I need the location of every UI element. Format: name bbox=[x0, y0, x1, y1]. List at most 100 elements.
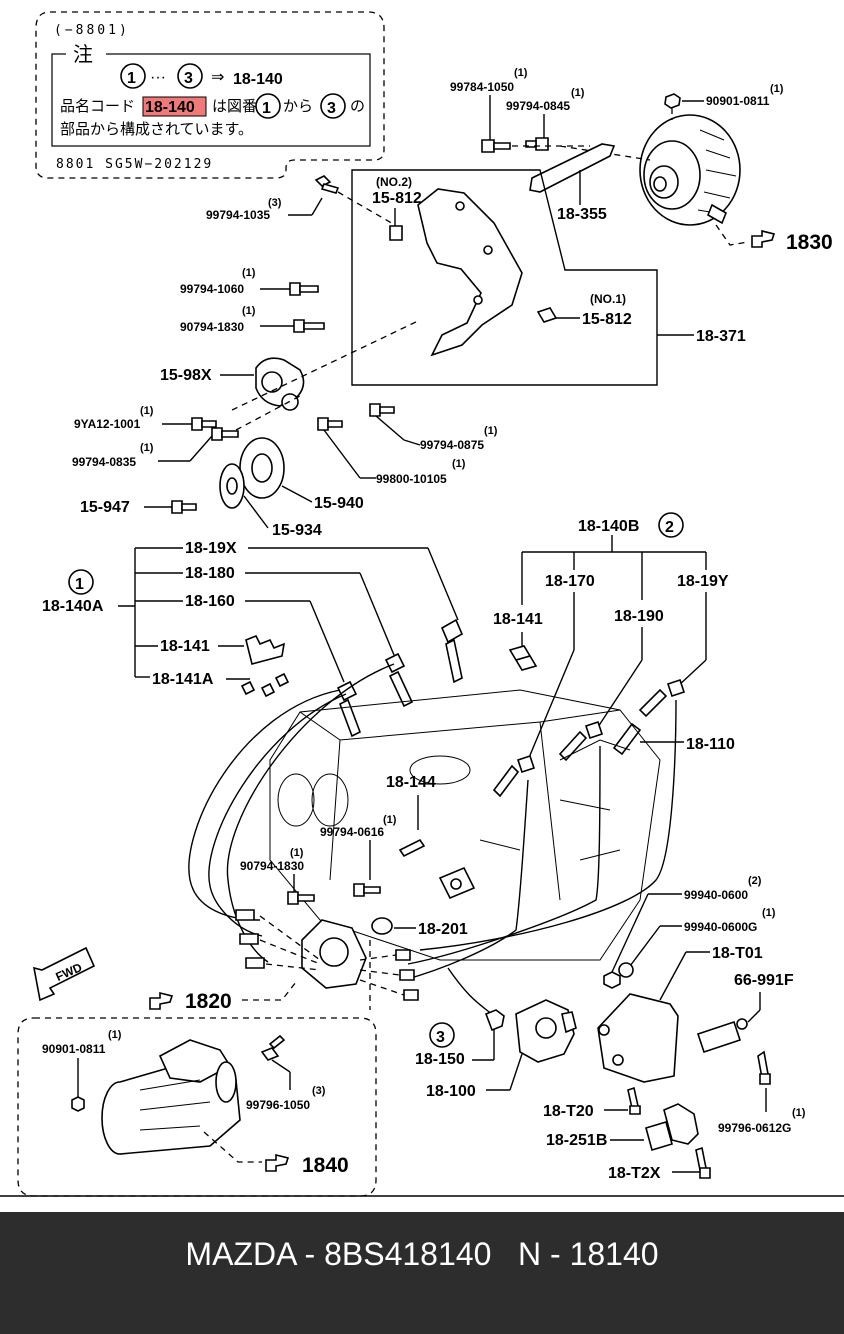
circle-1: 1 bbox=[75, 576, 84, 593]
note-box: (−8801) 注 1 ··· 3 ⇒ 18-140 品名コード 18-140 … bbox=[35, 11, 385, 179]
label-99940-0600G: 99940-0600G bbox=[684, 920, 757, 934]
cam-sensor-icon bbox=[645, 1103, 699, 1152]
label-18-371: 18-371 bbox=[696, 328, 746, 345]
label-15-812a: 15-812 bbox=[372, 190, 422, 207]
label-18-190: 18-190 bbox=[614, 608, 664, 625]
label-99796-1050: 99796-1050 bbox=[246, 1098, 310, 1112]
highlight-code bbox=[142, 96, 207, 117]
note-circle-1: 1 bbox=[127, 70, 136, 87]
bracket-t01-icon bbox=[597, 993, 679, 1083]
qty-99800-10105: (1) bbox=[452, 458, 466, 470]
qty-9YA12-1001: (1) bbox=[140, 405, 154, 417]
label-no1: (NO.1) bbox=[590, 292, 626, 306]
label-99794-0835: 99794-0835 bbox=[72, 455, 136, 469]
label-18-150: 18-150 bbox=[415, 1051, 465, 1068]
qty-99796-0612G: (1) bbox=[792, 1107, 806, 1119]
cap-rotor-group: 3 18-150 18-100 bbox=[415, 999, 577, 1100]
label-90794-1830a: 90794-1830 bbox=[180, 320, 244, 334]
qty-99784-1050: (1) bbox=[514, 67, 528, 79]
label-15-934: 15-934 bbox=[272, 522, 322, 539]
label-18-144: 18-144 bbox=[386, 774, 436, 791]
sensor-group: (2) 99940-0600 (1) 99940-0600G 18-T01 66… bbox=[543, 875, 806, 1182]
label-18-170: 18-170 bbox=[545, 573, 595, 590]
label-18-251B: 18-251B bbox=[546, 1132, 607, 1149]
sensor-icon bbox=[696, 1020, 742, 1054]
footer-part-number: MAZDA - 8BS418140 N - 18140 bbox=[185, 1236, 659, 1272]
label-18-110: 18-110 bbox=[686, 736, 735, 753]
label-no2: (NO.2) bbox=[376, 175, 412, 189]
label-99940-0600: 99940-0600 bbox=[684, 888, 748, 902]
label-18-T2X: 18-T2X bbox=[608, 1165, 661, 1182]
label-18-355: 18-355 bbox=[557, 206, 607, 223]
label-15-940: 15-940 bbox=[314, 495, 364, 512]
note-code: 18-140 bbox=[145, 99, 195, 116]
footer-bar: MAZDA - 8BS418140 N - 18140 bbox=[0, 1212, 844, 1334]
note-text-4: の bbox=[350, 98, 365, 115]
alternator-assembly: 1830 (1) 90901-0811 (1) 99784-1050 (1) 9… bbox=[180, 67, 833, 386]
label-18-T01: 18-T01 bbox=[712, 945, 763, 962]
label-99794-1060: 99794-1060 bbox=[180, 282, 244, 296]
label-99794-0875: 99794-0875 bbox=[420, 438, 484, 452]
label-99794-1035: 99794-1035 bbox=[206, 208, 270, 222]
note-title: 注 bbox=[73, 43, 93, 66]
bolt-icon-b bbox=[525, 137, 549, 151]
label-18-100: 18-100 bbox=[426, 1083, 476, 1100]
hand-pointer-1820-icon bbox=[149, 991, 174, 1010]
qty-90901-0811a: (1) bbox=[770, 83, 784, 95]
label-18-140B: 18-140B bbox=[578, 518, 639, 535]
idler-pulley-icon bbox=[219, 437, 285, 509]
ref-1840: 1840 bbox=[302, 1154, 349, 1177]
bracket-icon bbox=[417, 188, 523, 357]
label-9YA12-1001: 9YA12-1001 bbox=[74, 417, 141, 431]
tensioner-icon bbox=[255, 357, 305, 411]
note-text-2: は図番 bbox=[212, 98, 257, 115]
qty-99796-1050: (3) bbox=[312, 1085, 326, 1097]
note-ref: 18-140 bbox=[233, 71, 283, 88]
label-66-991F: 66-991F bbox=[734, 972, 794, 989]
distributor-icon bbox=[235, 909, 419, 1001]
label-99784-1050: 99784-1050 bbox=[450, 80, 514, 94]
qty-99940-0600: (2) bbox=[748, 875, 762, 887]
note-footer: 8801 SG5W−202129 bbox=[56, 157, 213, 172]
fwd-arrow-icon: FWD bbox=[32, 946, 96, 1002]
qty-99794-1060: (1) bbox=[242, 267, 256, 279]
circle-3: 3 bbox=[436, 1029, 445, 1046]
note-arrow: ⇒ bbox=[211, 69, 224, 86]
label-99794-0616: 99794-0616 bbox=[320, 825, 384, 839]
note-circle-3: 3 bbox=[184, 70, 193, 87]
qty-99794-0835: (1) bbox=[140, 442, 154, 454]
qty-99794-0616: (1) bbox=[383, 814, 397, 826]
label-18-141b: 18-141 bbox=[493, 611, 543, 628]
qty-90794-1830a: (1) bbox=[242, 305, 256, 317]
clip-icon bbox=[245, 634, 286, 665]
note-circle-1b: 1 bbox=[262, 100, 271, 117]
alternator-icon bbox=[639, 114, 741, 226]
label-15-98X: 15-98X bbox=[160, 367, 212, 384]
starter-box: (1) 90901-0811 (3) 99796-1050 1840 bbox=[17, 1017, 377, 1197]
label-90794-1830b: 90794-1830 bbox=[240, 859, 304, 873]
bracket-arm-icon bbox=[529, 143, 616, 193]
label-18-140A: 18-140A bbox=[42, 598, 104, 615]
label-99800-10105: 99800-10105 bbox=[376, 472, 447, 486]
note-text-3: から bbox=[283, 98, 313, 115]
label-18-160: 18-160 bbox=[185, 593, 235, 610]
qty-90901-0811b: (1) bbox=[108, 1029, 122, 1041]
hand-pointer-1840-icon bbox=[265, 1153, 290, 1172]
starter-motor-icon bbox=[101, 1039, 241, 1155]
label-99796-0612G: 99796-0612G bbox=[718, 1121, 791, 1135]
label-18-141a: 18-141 bbox=[160, 638, 210, 655]
note-header: (−8801) bbox=[54, 23, 130, 38]
qty-90794-1830b: (1) bbox=[290, 847, 304, 859]
note-dots: ··· bbox=[150, 69, 166, 86]
label-15-947: 15-947 bbox=[80, 499, 130, 516]
plug-lead-b-icon bbox=[492, 678, 686, 798]
circle-2: 2 bbox=[665, 519, 674, 536]
label-99794-0845: 99794-0845 bbox=[506, 99, 570, 113]
qty-99794-0875: (1) bbox=[484, 425, 498, 437]
qty-99794-0845: (1) bbox=[571, 87, 585, 99]
label-90901-0811a: 90901-0811 bbox=[706, 94, 770, 108]
label-18-201: 18-201 bbox=[418, 921, 468, 938]
label-90901-0811b: 90901-0811 bbox=[42, 1042, 106, 1056]
parts-diagram: (−8801) 注 1 ··· 3 ⇒ 18-140 品名コード 18-140 … bbox=[0, 11, 844, 1197]
label-18-19Y: 18-19Y bbox=[677, 573, 729, 590]
